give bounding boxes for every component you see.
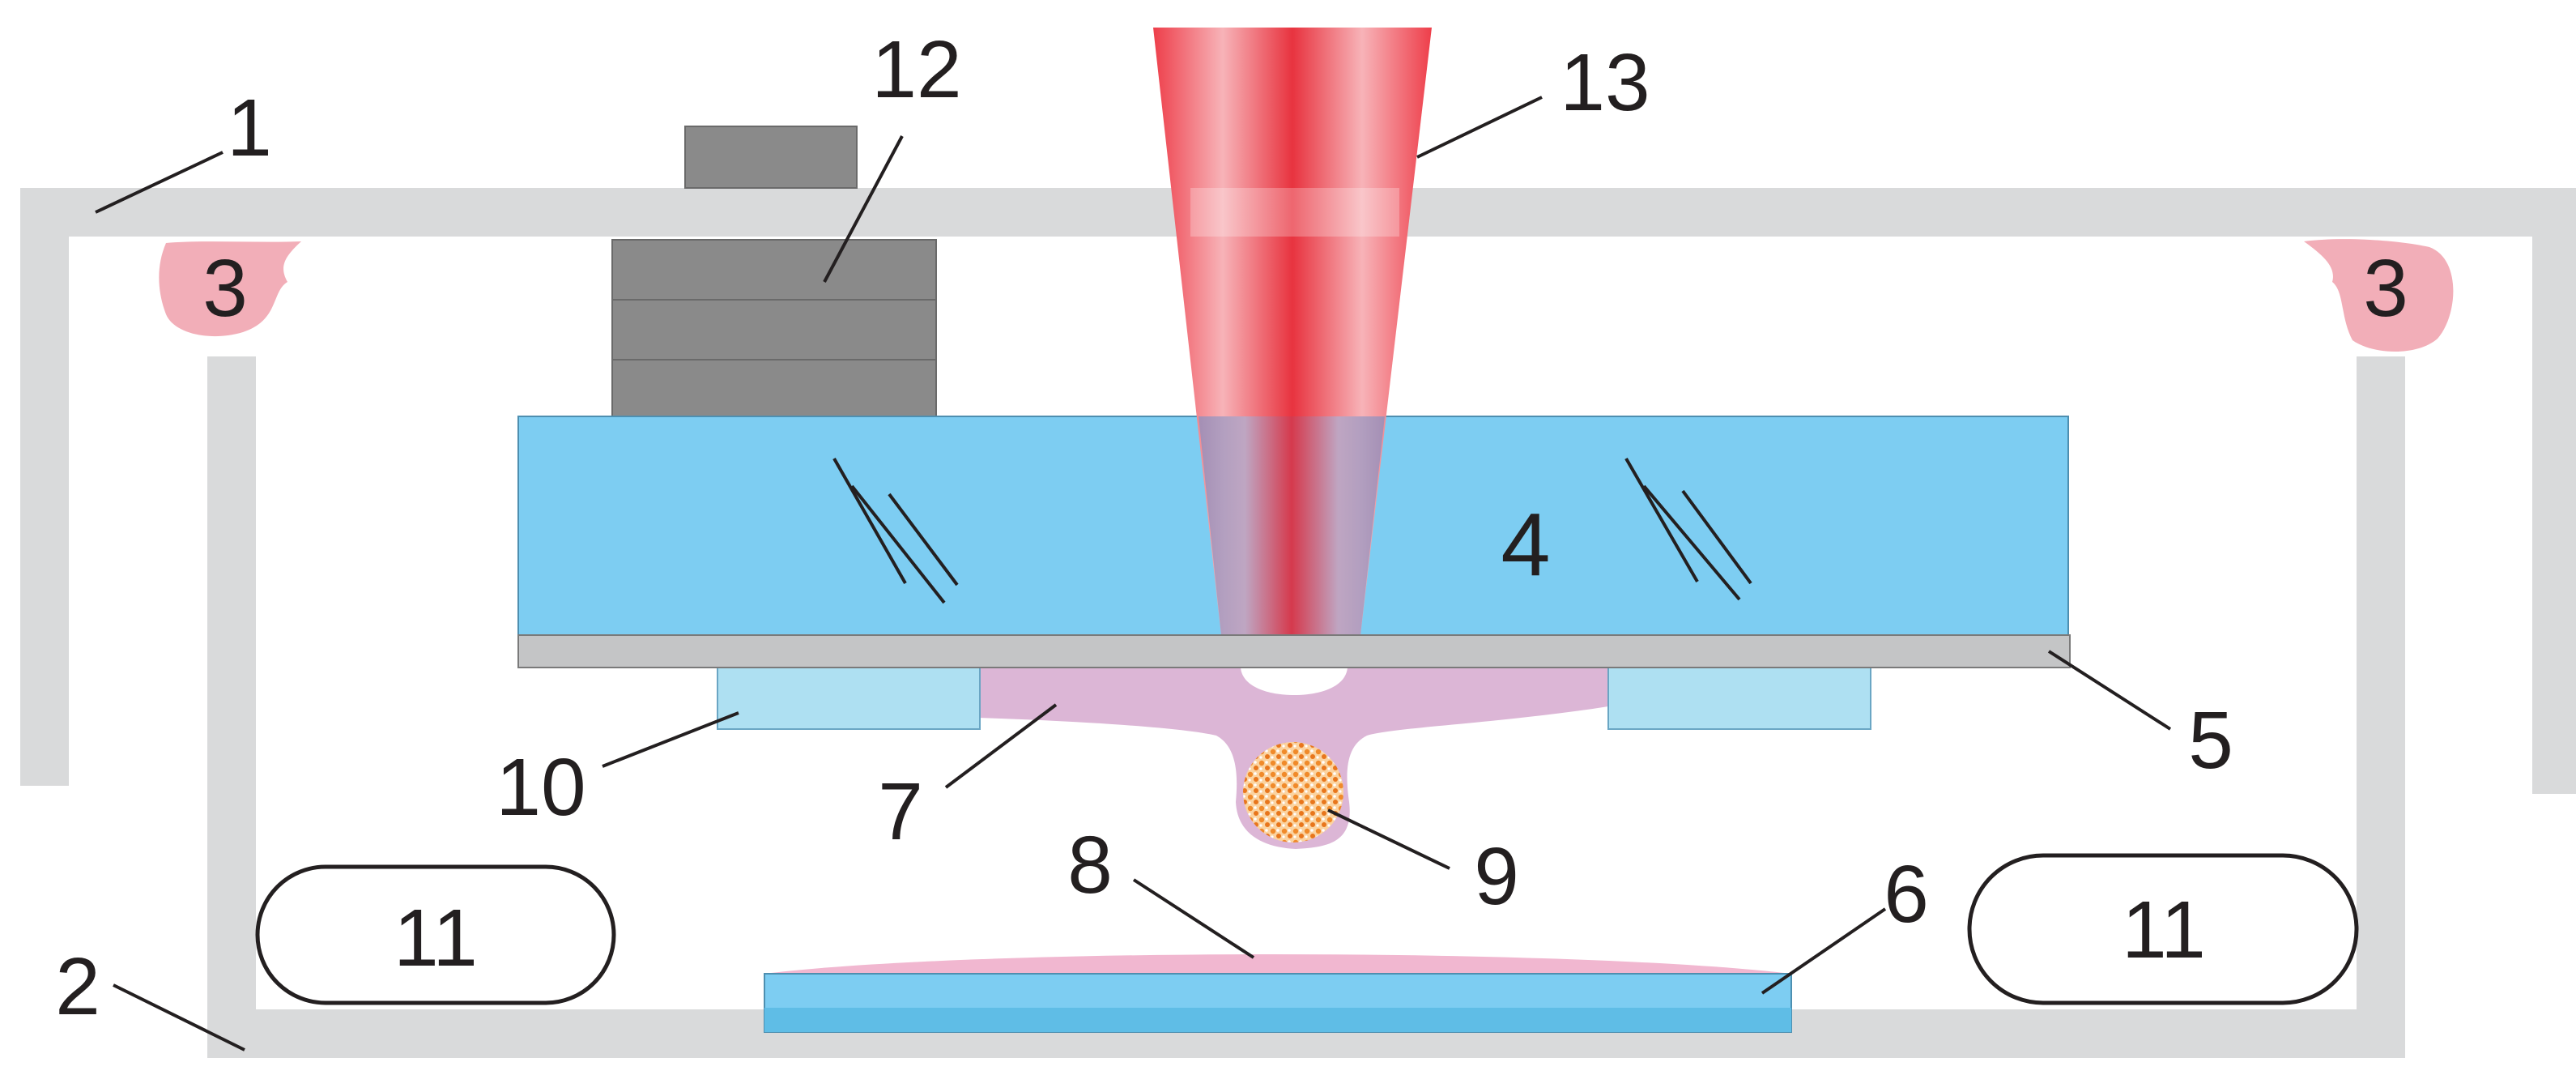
label-2: 2 — [55, 941, 100, 1032]
weight-small-block — [684, 126, 858, 189]
inner-frame — [207, 356, 2405, 1058]
leader-lines — [95, 96, 2172, 1051]
label-9: 9 — [1474, 831, 1519, 922]
spacer-right — [1607, 667, 1871, 730]
right-seal-pad — [2304, 239, 2454, 352]
spacer-left — [717, 667, 981, 730]
weight-block-middle — [611, 299, 937, 360]
leader-10 — [602, 711, 739, 768]
label-11-left: 11 — [394, 893, 478, 983]
label-11-right: 11 — [2122, 885, 2206, 975]
leader-2 — [113, 983, 245, 1051]
particle — [1243, 742, 1343, 842]
label-3-right: 3 — [2363, 243, 2408, 334]
cavity-bubble — [1241, 668, 1348, 695]
donor-plate — [517, 634, 2071, 668]
reservoir-right — [1967, 853, 2359, 1005]
label-7: 7 — [878, 766, 923, 857]
label-13: 13 — [1560, 37, 1650, 128]
label-12: 12 — [871, 24, 961, 115]
glass-reflection-right — [1624, 457, 1752, 601]
receiver-substrate-edge — [764, 1008, 1791, 1032]
label-5: 5 — [2188, 695, 2233, 786]
leader-12 — [823, 135, 904, 283]
glass-reflection-left — [832, 458, 959, 604]
leader-13 — [1416, 96, 1543, 159]
laser-beam-frame-crossing — [1190, 188, 1399, 237]
weight-block-bottom — [611, 359, 937, 419]
receiver-film — [764, 954, 1791, 974]
leader-8 — [1132, 878, 1255, 959]
reservoir-left — [255, 864, 616, 1005]
label-3-left: 3 — [202, 243, 248, 334]
leader-7 — [944, 703, 1058, 789]
leader-1 — [95, 151, 224, 214]
label-8: 8 — [1067, 820, 1113, 911]
leader-9 — [1327, 808, 1450, 870]
label-4: 4 — [1501, 495, 1550, 595]
left-seal-pad — [159, 241, 301, 337]
label-10: 10 — [496, 742, 585, 833]
leader-5 — [2047, 650, 2172, 731]
laser-beam-in-glass — [1199, 416, 1385, 635]
label-1: 1 — [227, 83, 272, 173]
weight-block-top — [611, 239, 937, 301]
leader-6 — [1761, 907, 1887, 995]
label-6: 6 — [1884, 849, 1929, 940]
